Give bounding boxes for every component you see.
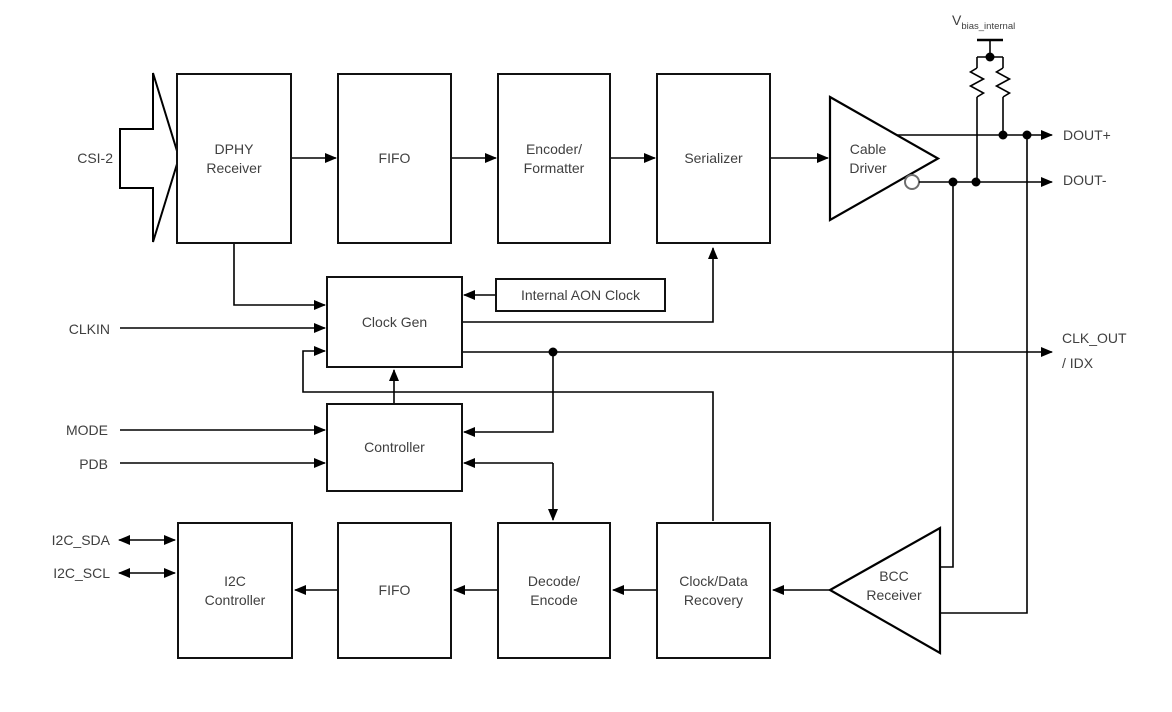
junction-dot [985,52,995,62]
wire-clockgen-to-serializer [463,247,718,323]
port-mode: MODE [66,422,108,438]
fifo-bottom-block: FIFO [337,522,452,659]
wire-doutplus-to-bcc [941,135,1028,614]
port-i2c-sda: I2C_SDA [51,532,110,548]
junction-dot [548,347,558,357]
dphy-receiver-block: DPHY Receiver [176,73,292,244]
vbias-subscript: bias_internal [961,20,1016,32]
bcc-receiver-label: BCC Receiver [866,568,922,603]
fifo-top-block: FIFO [337,73,452,244]
port-clk-out: CLK_OUT [1062,330,1127,346]
cable-driver-label: Cable Driver [849,141,887,176]
serializer-block: Serializer [656,73,771,244]
resistor-left-icon [968,67,986,98]
port-pdb: PDB [79,456,108,472]
port-csi2: CSI-2 [77,150,113,166]
wire-clockgen-to-controller [463,352,554,437]
junction-dot [1022,130,1032,140]
decode-encode-block: Decode/ Encode [497,522,611,659]
port-clkin: CLKIN [68,321,110,337]
junction-dot [948,177,958,187]
wire-cdr-to-clockgen [302,346,714,521]
port-vbias-internal: Vbias_internal [952,12,1015,32]
junction-dot [971,177,981,187]
i2c-controller-block: I2C Controller [177,522,293,659]
inversion-bubble-icon [904,174,920,190]
internal-aon-clock-block: Internal AON Clock [495,278,666,312]
resistor-right-icon [994,67,1012,98]
wire-dphy-to-clockgen [233,244,326,310]
bcc-receiver-triangle [827,526,942,655]
cable-driver-triangle [828,95,941,222]
port-dout-minus: DOUT- [1063,172,1107,188]
vbias-base: V [952,12,962,28]
junction-dots [548,52,1032,357]
port-dout-plus: DOUT+ [1063,127,1111,143]
controller-block: Controller [326,403,463,492]
clock-data-recovery-block: Clock/Data Recovery [656,522,771,659]
clock-gen-block: Clock Gen [326,276,463,368]
port-i2c-scl: I2C_SCL [53,565,110,581]
wire-doutminus-to-bcc [941,182,954,568]
encoder-formatter-block: Encoder/ Formatter [497,73,611,244]
csi2-block-arrow-icon [119,72,181,243]
junction-dot [998,130,1008,140]
port-clk-out-idx: / IDX [1062,355,1094,371]
